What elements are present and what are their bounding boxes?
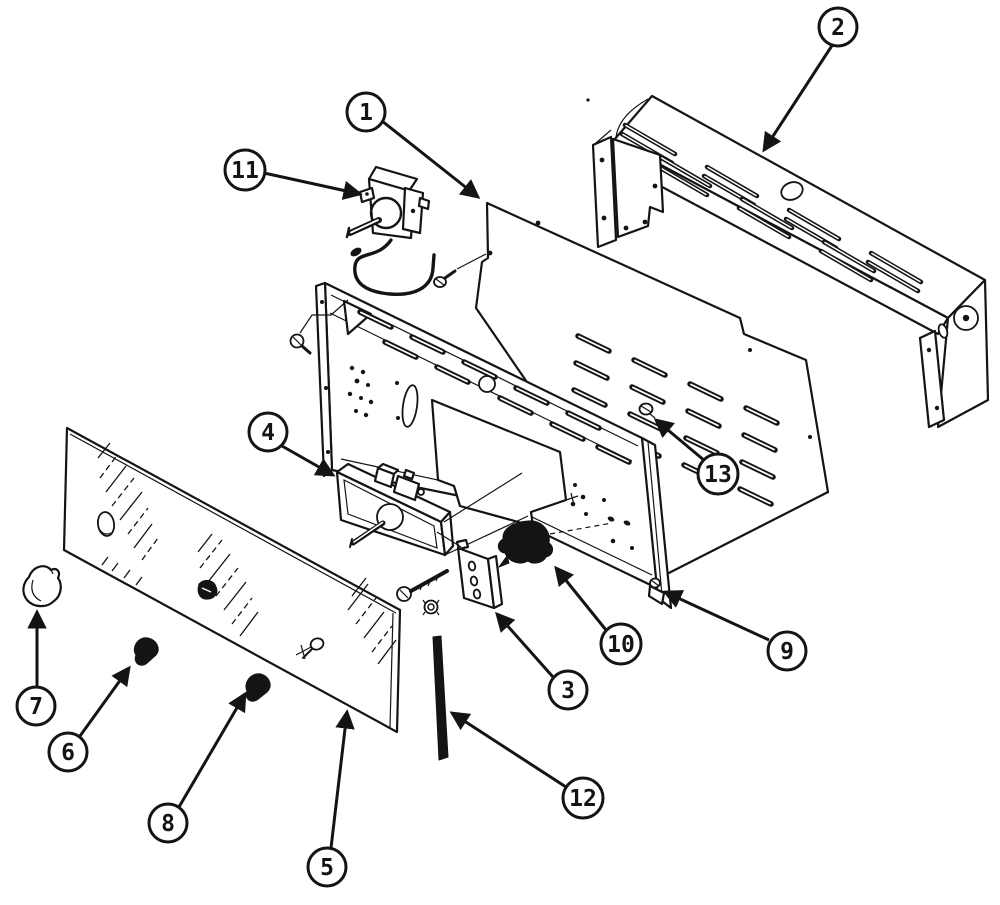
mount-holes-left (347, 365, 400, 420)
part-back-panel (474, 201, 830, 579)
callout-3-label: 3 (561, 678, 575, 704)
part-rear-vent-cover (586, 94, 990, 429)
callout-12-label: 12 (569, 786, 597, 812)
part-switch (345, 165, 436, 296)
part-knob-8 (245, 673, 271, 702)
callout-6: 6 (47, 731, 89, 773)
callout-1-label: 1 (359, 100, 373, 126)
callout-2-label: 2 (831, 15, 845, 41)
callout-6-label: 6 (61, 740, 75, 766)
callout-11-label: 11 (231, 158, 259, 184)
glass-shine-hatch (97, 442, 397, 665)
glass-push-pin (295, 637, 325, 660)
callout-4-label: 4 (261, 420, 275, 446)
part-display-housing (335, 462, 529, 557)
part-glass-panel (62, 426, 402, 734)
callout-10: 10 (599, 622, 643, 666)
corner-gusset (342, 299, 373, 336)
control-panel-housing (314, 281, 673, 610)
part-buzzer (497, 520, 613, 568)
part-end-cap (22, 565, 62, 608)
leader-lines (27, 43, 835, 849)
screw-9 (649, 577, 661, 589)
part-trim-strip (432, 635, 449, 761)
mount-holes-right (565, 483, 634, 550)
switch-wire (353, 238, 436, 296)
oval-slot (401, 384, 419, 428)
part-knob-6 (133, 637, 159, 666)
callout-13: 13 (696, 452, 740, 496)
callout-8-label: 8 (161, 811, 175, 837)
cover-round-hole (780, 181, 804, 201)
callout-8: 8 (147, 802, 189, 844)
callout-5: 5 (306, 846, 348, 888)
bracket-nut (422, 599, 440, 616)
callout-7: 7 (15, 685, 57, 727)
callout-4: 4 (247, 411, 289, 453)
callout-1: 1 (345, 91, 387, 133)
bracket-screw (396, 569, 449, 602)
callout-11: 11 (223, 148, 267, 192)
callout-3: 3 (547, 669, 589, 711)
screw-upper (433, 253, 487, 288)
callout-7-label: 7 (29, 694, 43, 720)
callout-2: 2 (817, 6, 859, 48)
callout-5-label: 5 (320, 855, 334, 881)
part-bracket (396, 531, 504, 616)
screw-left (289, 299, 349, 355)
callout-9-label: 9 (780, 639, 794, 665)
callout-12: 12 (561, 776, 605, 820)
callout-9: 9 (766, 630, 808, 672)
callout-10-label: 10 (607, 632, 635, 658)
glass-oval-hole (97, 511, 115, 537)
callout-13-label: 13 (704, 462, 732, 488)
screw-13 (638, 402, 656, 419)
